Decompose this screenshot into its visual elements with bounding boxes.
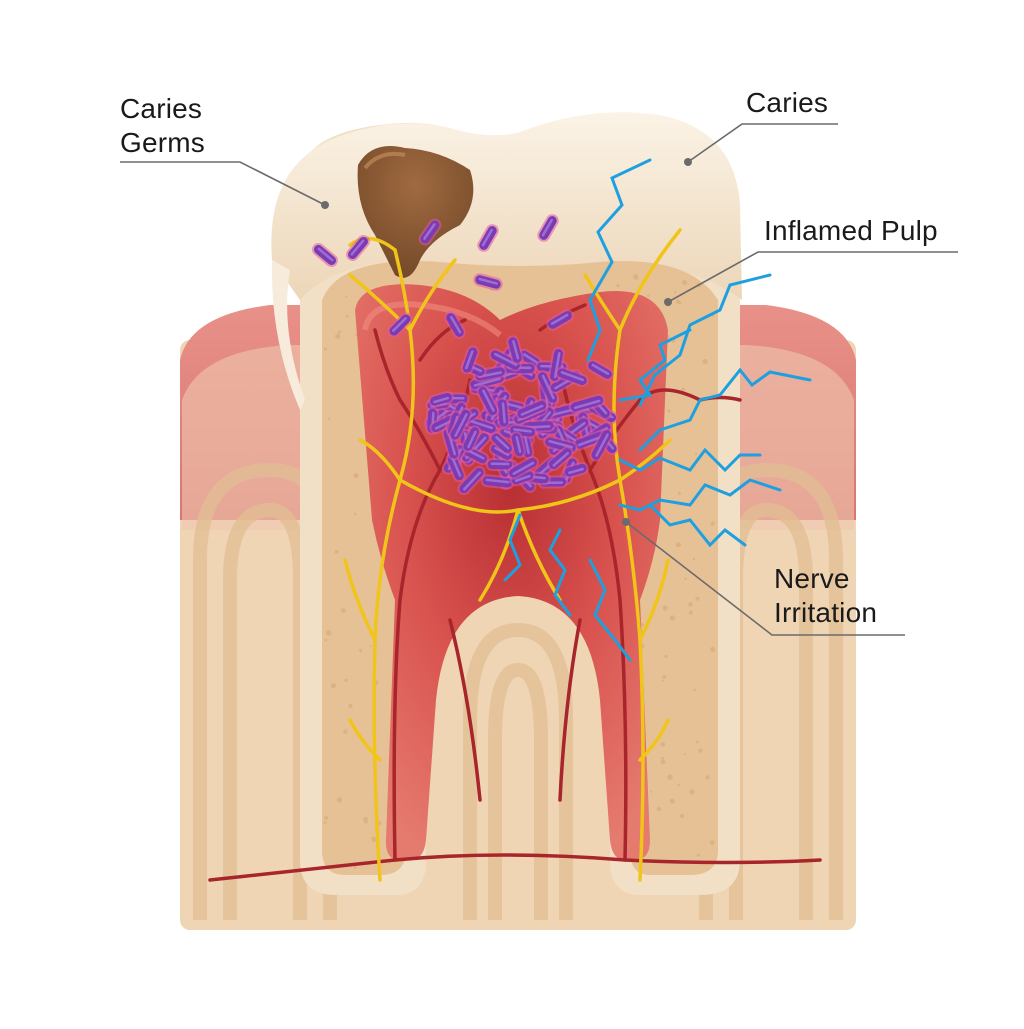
leader-inflamed-pulp	[667, 251, 958, 303]
label-caries-germs: Caries Germs	[120, 92, 205, 160]
bacterium-100	[473, 273, 503, 291]
irritation-bolt-5	[648, 503, 747, 548]
bacteria-cluster	[311, 214, 619, 496]
bacterium-94	[568, 393, 606, 414]
nerve-4	[408, 258, 457, 332]
label-caries-germs-line2: Germs	[120, 127, 205, 158]
bacterium-89	[546, 446, 574, 472]
vessel-2	[208, 853, 822, 882]
bacterium-70	[495, 397, 511, 429]
bacterium-105	[460, 345, 480, 375]
irritation-bolt-6	[548, 528, 572, 617]
bacterium-86	[489, 431, 514, 456]
label-nerve-irritation-line1: Nerve	[774, 563, 850, 594]
bacterium-59	[536, 370, 560, 405]
label-inflamed-pulp: Inflamed Pulp	[764, 215, 938, 246]
irritation-bolt-1	[638, 273, 772, 407]
bacterium-96	[346, 234, 370, 262]
leader-nerve-irritation	[625, 521, 905, 636]
irritation-bolt-4	[618, 478, 782, 512]
nerve-13	[638, 718, 670, 762]
vessel-3	[373, 328, 442, 472]
irritation-bolt-3	[618, 447, 762, 473]
irritation-bolt-2	[638, 367, 812, 452]
bacterium-97	[418, 218, 442, 246]
nerve-8	[358, 438, 402, 482]
nerve-1	[612, 228, 682, 882]
label-nerve-irritation: Nerve Irritation	[774, 562, 877, 630]
bacterium-58	[457, 465, 486, 496]
label-nerve-irritation-line2: Irritation	[774, 597, 878, 628]
bacterium-93	[509, 431, 526, 459]
bacterium-88	[515, 398, 549, 421]
bacterium-85	[507, 455, 539, 480]
nerve-14	[348, 236, 397, 252]
bacterium-98	[477, 224, 499, 252]
vessel-8	[418, 318, 467, 362]
vessel-5	[448, 618, 482, 802]
irritation-bolt-9	[618, 328, 692, 402]
bacterium-99	[537, 214, 559, 242]
nerve-9	[618, 438, 672, 482]
label-caries-germs-line1: Caries	[120, 93, 203, 124]
irritation-bolt-7	[588, 558, 632, 662]
bacterium-102	[444, 311, 466, 339]
vessel-6	[558, 618, 582, 802]
nerve-12	[348, 718, 382, 762]
leader-caries-germs	[120, 161, 326, 206]
bacterium-106	[586, 359, 614, 381]
bacterium-101	[387, 312, 413, 338]
leader-lines	[120, 123, 958, 636]
leader-caries	[687, 123, 838, 163]
bacterium-104	[506, 335, 524, 365]
nerve-6	[343, 558, 377, 642]
irritation-bolt-8	[503, 513, 522, 582]
bacterium-92	[448, 407, 473, 442]
label-caries: Caries	[746, 87, 829, 118]
bacterium-81	[476, 384, 500, 418]
nerve-10	[478, 508, 520, 602]
irritation-bolt-0	[586, 158, 652, 362]
bacterium-87	[589, 428, 614, 462]
bacterium-95	[311, 243, 339, 267]
bacterium-20	[562, 461, 589, 479]
bacterium-77	[461, 425, 482, 453]
bacterium-54	[488, 348, 522, 372]
bacterium-79	[428, 390, 454, 408]
bacterium-91	[555, 366, 589, 388]
nerve-5	[583, 273, 622, 332]
bacterium-103	[546, 309, 574, 331]
bacterium-65	[445, 452, 466, 483]
nerve-7	[638, 558, 670, 642]
nerve-irritation-signals	[503, 158, 812, 662]
